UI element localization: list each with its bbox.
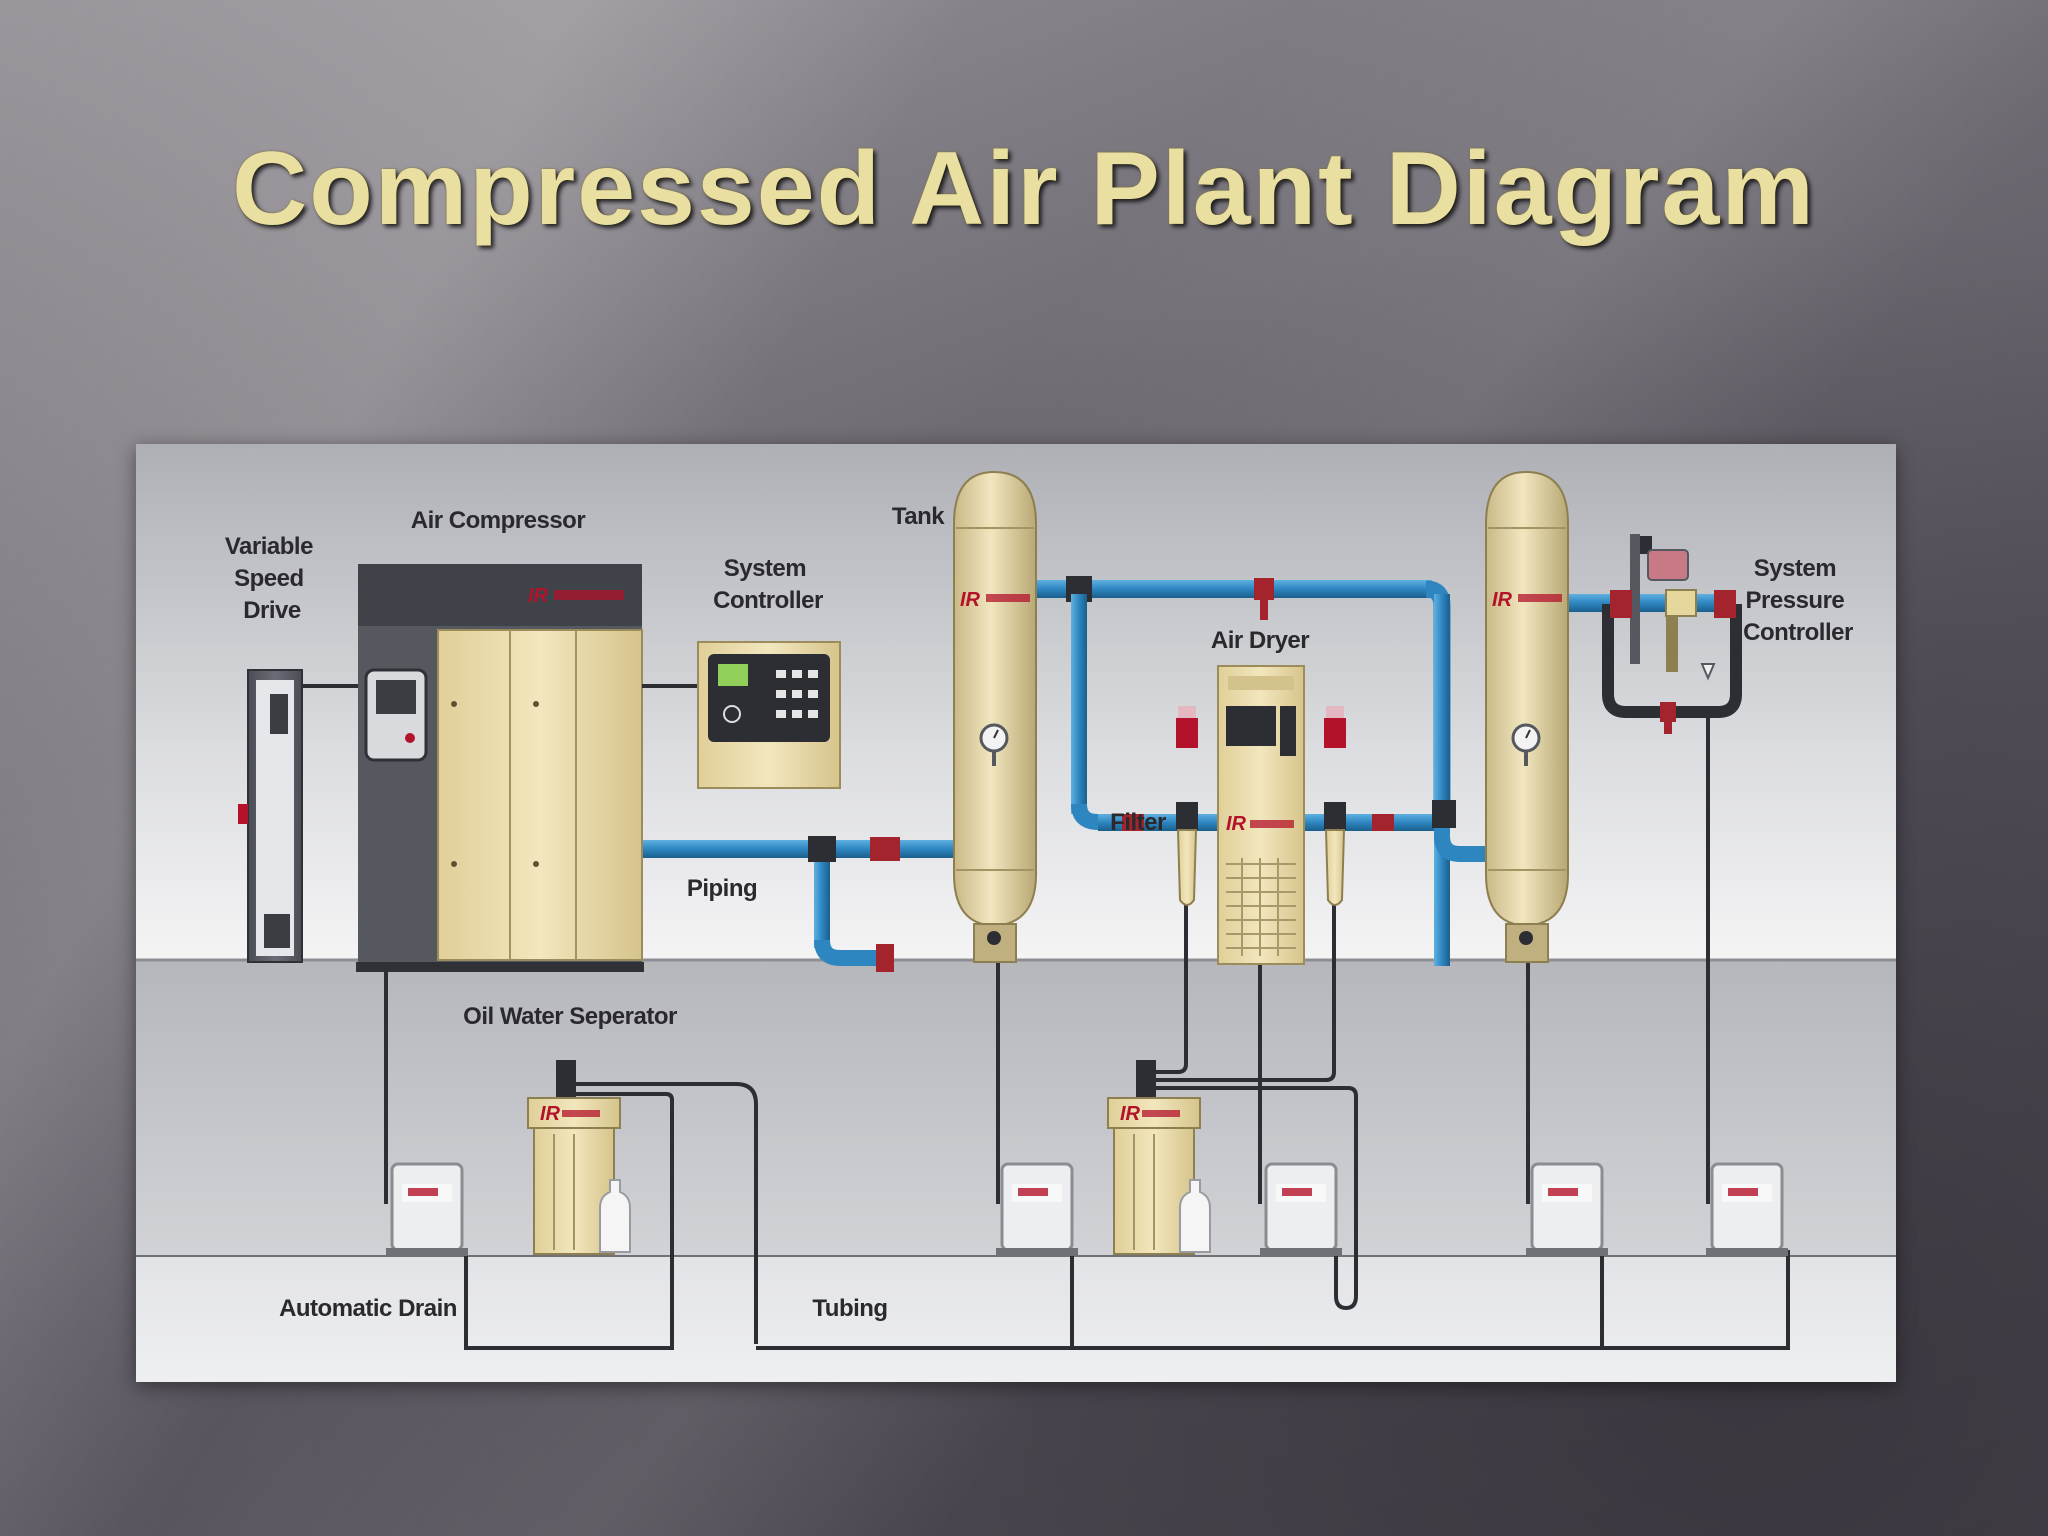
label-oil-water-separator: Oil Water Seperator: [463, 1003, 677, 1030]
oil-water-separator-1: IR: [527, 1060, 631, 1255]
label-air-compressor: Air Compressor: [411, 507, 586, 534]
separator1-brand-logo: IR: [540, 1103, 561, 1125]
label-automatic-drain: Automatic Drain: [279, 1295, 457, 1322]
label-filter: Filter: [1110, 809, 1166, 836]
air-receiver-tank-2: IR: [1485, 470, 1569, 963]
label-variable-speed-drive: Variable Speed Drive: [225, 533, 319, 624]
system-controller: [642, 641, 841, 789]
compressor-brand-logo: IR: [528, 585, 549, 607]
system-pressure-controller: [1602, 534, 1742, 734]
automatic-drain-2: [996, 1162, 1078, 1256]
component-labels: Variable Speed Drive Air Compressor Syst…: [225, 503, 1854, 1322]
compressed-air-diagram: IR IR IR: [136, 444, 1896, 1382]
label-system-controller: System Controller: [713, 555, 823, 614]
air-compressor: IR: [356, 564, 644, 972]
label-tank: Tank: [892, 503, 945, 530]
drain-tubing: [384, 706, 1790, 1350]
automatic-drain-1: [386, 1162, 468, 1256]
variable-speed-drive: [238, 669, 358, 963]
automatic-drain-3: [1260, 1162, 1342, 1256]
filter-right: [1324, 706, 1346, 906]
label-air-dryer: Air Dryer: [1211, 627, 1309, 654]
automatic-drain-4: [1526, 1162, 1608, 1256]
tank1-brand-logo: IR: [960, 589, 981, 611]
oil-water-separator-2: IR: [1107, 1060, 1211, 1255]
automatic-drain-5: [1706, 1162, 1788, 1256]
tank2-brand-logo: IR: [1492, 589, 1513, 611]
dryer-brand-logo: IR: [1226, 813, 1247, 835]
air-receiver-tank-1: IR: [953, 470, 1037, 963]
label-tubing: Tubing: [812, 1295, 887, 1322]
filter-left: [1176, 706, 1198, 906]
label-piping: Piping: [687, 875, 757, 902]
separator2-brand-logo: IR: [1120, 1103, 1141, 1125]
air-dryer: IR: [1217, 665, 1305, 965]
slide-title: Compressed Air Plant Diagram: [232, 131, 1816, 247]
label-system-pressure-controller: System Pressure Controller: [1743, 555, 1853, 646]
